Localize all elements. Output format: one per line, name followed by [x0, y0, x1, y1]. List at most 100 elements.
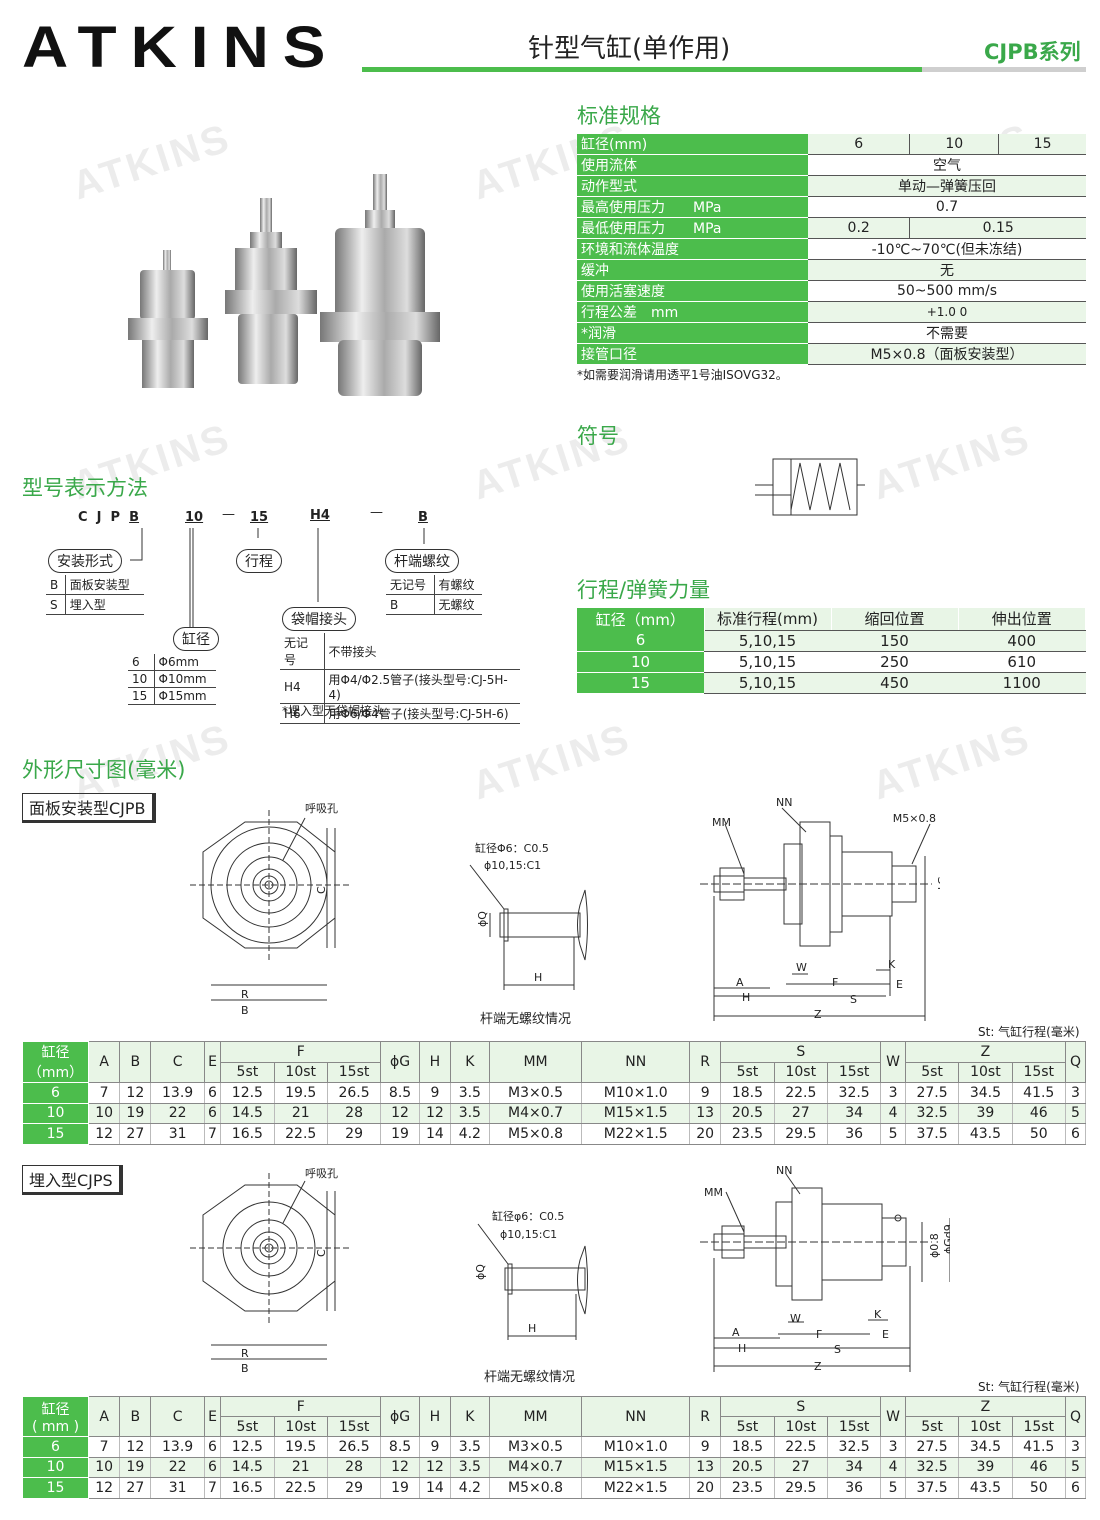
spring-cell: 250 [831, 651, 958, 673]
dim-cell: 4.2 [450, 1477, 490, 1499]
dim-cell: 22.5 [274, 1123, 328, 1145]
dim-cell: 10 [88, 1103, 121, 1124]
dim-cell: 32.5 [827, 1082, 882, 1104]
spec-label: 使用流体 [577, 154, 808, 177]
dim-cell: 32.5 [905, 1457, 960, 1478]
dim-cell: 5 [1065, 1103, 1087, 1124]
embed-dim-table: 缸径( mm ) A B C E F ϕG H K MM NN R S W Z … [22, 1396, 1087, 1499]
dim-cell: 43.5 [958, 1477, 1013, 1499]
dim-cell: 21 [274, 1103, 328, 1124]
dim-cell: 12 [419, 1457, 452, 1478]
dim-subheader: 5st [220, 1416, 275, 1437]
embed-front-view: C R B 呼吸孔 [190, 1167, 350, 1375]
bore-desc: Φ10mm [154, 670, 216, 688]
dims-heading: 外形尺寸图(毫米) [22, 758, 186, 782]
dim-cell: 16.5 [220, 1123, 275, 1145]
dim-cell: 36 [827, 1477, 882, 1499]
dim-header: F [220, 1396, 382, 1417]
spring-cell: 1100 [958, 672, 1086, 694]
watermark: ATKINS [467, 715, 637, 809]
series-label: CJPB系列 [984, 40, 1081, 64]
panel-type-title: 面板安装型CJPB [22, 793, 156, 823]
spring-header: 伸出位置 [958, 608, 1086, 631]
cap-desc: 用Φ6/Φ4管子(接头型号:CJ-5H-6) [324, 703, 520, 724]
dim-cell: 27 [774, 1103, 828, 1124]
dim-cell: 14.5 [220, 1457, 275, 1478]
dim-cell: 10 [88, 1457, 121, 1478]
spec-label: *润滑 [577, 322, 808, 345]
model-connectors [130, 528, 425, 627]
dim-cell: 26.5 [327, 1436, 382, 1458]
dim-d08: ϕ0.8 [928, 1233, 941, 1258]
dim-cell: 29 [327, 1477, 382, 1499]
panel-rod-end-view: 缸径Φ6：C0.5 ϕ10,15:C1 ϕQ H [469, 841, 588, 990]
dim-cell: 20.5 [720, 1103, 775, 1124]
dim-header: S [720, 1396, 882, 1417]
chamfer-label-1: 缸径φ6：C0.5 [492, 1209, 564, 1223]
cap-desc: 不带接头 [324, 633, 520, 670]
dim-mm: MM [704, 1186, 723, 1199]
spring-header: 缩回位置 [831, 608, 959, 631]
breath-hole-label: 呼吸孔 [305, 1167, 338, 1180]
breath-hole-label: 呼吸孔 [305, 802, 338, 815]
dim-header: A [87, 1041, 121, 1083]
dim-subheader: 5st [904, 1061, 960, 1083]
code-part: C [78, 510, 88, 525]
spec-value: 不需要 [808, 322, 1086, 345]
code-part: J [96, 510, 102, 525]
header-text: 缸径 [41, 1045, 70, 1061]
dim-cell: 14 [419, 1477, 452, 1499]
dim-subheader: 15st [326, 1416, 382, 1437]
dim-header: W [880, 1041, 906, 1083]
rod-code: 无记号 [386, 575, 435, 595]
rod-end-note: 杆端无螺纹情况 [480, 1012, 572, 1027]
spec-value: 无 [808, 259, 1086, 282]
rod-desc: 有螺纹 [434, 575, 482, 595]
dim-cell: 3 [1065, 1436, 1087, 1458]
panel-dim-table: 缸径（mm） A B C E F ϕG H K MM NN R S W Z Q … [22, 1041, 1087, 1145]
dim-cell: 13.9 [150, 1082, 205, 1104]
dim-m5: M5×0.8 [893, 812, 936, 825]
dim-cell: 12 [380, 1103, 420, 1124]
dim-header: NN [581, 1041, 691, 1083]
dim-cell: 32.5 [827, 1436, 882, 1458]
dim-cell: 9 [419, 1436, 452, 1458]
dim-cell: 27 [119, 1123, 152, 1145]
spring-cell: 5,10,15 [704, 630, 831, 652]
dim-h-side: H [742, 991, 750, 1004]
dim-subheader: 5st [904, 1416, 960, 1437]
header-unit: ( mm ) [31, 1418, 80, 1435]
dim-cell: 29.5 [774, 1477, 828, 1499]
dim-r: R [241, 1347, 249, 1360]
dim-c: C [315, 1249, 328, 1257]
spec-value: 15 [998, 134, 1086, 156]
dim-cell: 6 [204, 1436, 222, 1458]
spec-note: *如需要润滑请用透平1号油ISOVG32。 [577, 368, 788, 382]
code-bore: 10 [185, 510, 204, 525]
watermark: ATKINS [867, 415, 1037, 509]
dim-cell: M4×0.7 [489, 1457, 583, 1478]
cap-title: 袋帽接头 [282, 607, 356, 631]
spec-value: M5×0.8（面板安装型） [808, 343, 1086, 366]
cap-code: H4 [280, 669, 325, 704]
cap-note: *埋入型无袋帽接头 [282, 704, 385, 718]
mount-desc: 埋入型 [65, 594, 144, 615]
dim-header: B [119, 1396, 152, 1437]
dim-cell: 26.5 [327, 1082, 382, 1104]
spec-value: 0.2 [808, 217, 911, 240]
dim-cell: 3.5 [450, 1082, 490, 1104]
dim-q: ϕQ [476, 911, 489, 927]
dim-cell: 13 [689, 1457, 722, 1478]
dim-cell: 3.5 [450, 1436, 490, 1458]
dim-cell: 4 [880, 1103, 906, 1124]
dim-subheader: 15st [326, 1061, 382, 1083]
dim-header: MM [488, 1041, 583, 1083]
spec-label: 行程公差 mm [577, 301, 808, 324]
dim-cell: M22×1.5 [581, 1477, 691, 1499]
code-dash: — [222, 507, 235, 522]
dim-cell: 12 [419, 1103, 452, 1124]
spec-label: 接管口径 [577, 343, 808, 366]
dim-c: C [315, 886, 328, 894]
dim-cell: 12.5 [220, 1436, 275, 1458]
